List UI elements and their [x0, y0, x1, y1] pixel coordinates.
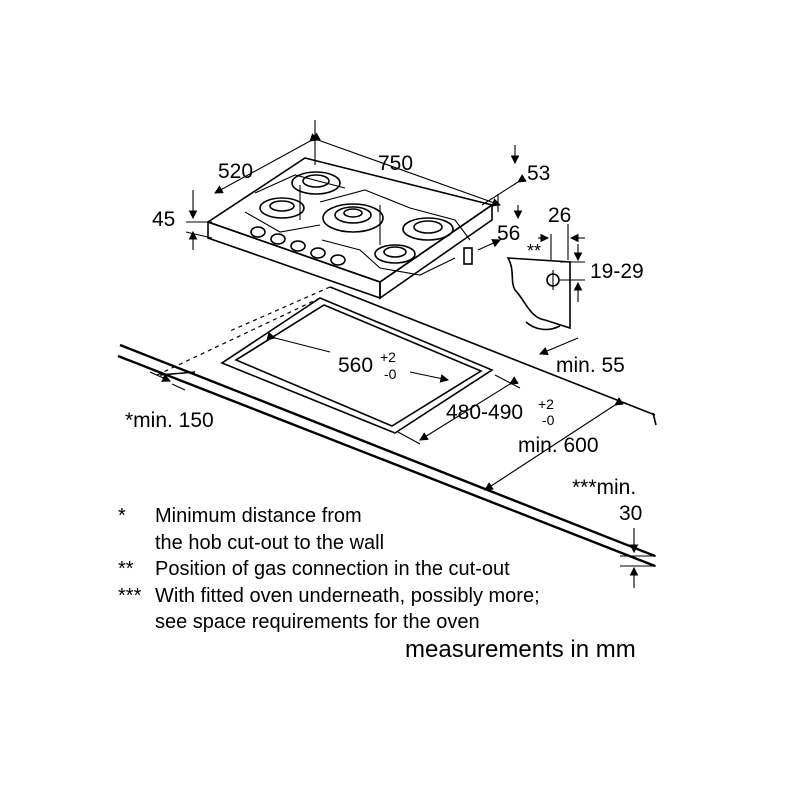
hob-front-depth-dimension [481, 145, 527, 206]
hob-depth-dimension [214, 132, 321, 194]
footnote-3: *** With fitted oven underneath, possibl… [118, 583, 678, 610]
cutout-depth-value: 480-490 [446, 401, 523, 424]
cutout-width-tol-plus: +2 [380, 349, 396, 365]
front-distance-dimension [538, 337, 579, 356]
footnote-1: * Minimum distance from [118, 503, 678, 530]
units-label: measurements in mm [405, 636, 636, 663]
min-worktop-depth-label: min. 600 [518, 434, 599, 457]
min-worktop-thickness-label-1: ***min. [572, 476, 636, 499]
min-wall-distance-label: *min. 150 [125, 409, 214, 432]
footnote-text: Position of gas connection in the cut-ou… [155, 558, 510, 580]
cutout-outline [154, 286, 494, 434]
footnote-mark: * [118, 505, 126, 527]
burner-front-left [259, 197, 305, 219]
hob-side-offset-value: 56 [497, 222, 520, 245]
hob-body [206, 157, 494, 300]
gas-connection-height-value: 19-29 [590, 260, 644, 283]
hob-side-offset-dimension [477, 205, 523, 251]
hob-height-dimension [185, 190, 213, 250]
gas-inlet-pipe [463, 247, 473, 265]
footnote-text: Minimum distance from [155, 505, 362, 527]
footnote-text: With fitted oven underneath, possibly mo… [155, 584, 540, 607]
footnote-mark: *** [118, 584, 142, 607]
cutout-width-value: 560 [338, 354, 373, 377]
burner-front-right [374, 244, 416, 264]
worktop-thickness-dimension [620, 528, 656, 588]
min-worktop-thickness-label-2: 30 [619, 502, 642, 525]
cutout-depth-dimension [397, 374, 521, 445]
gas-connection-detail [506, 224, 585, 331]
hob-width-value: 750 [378, 152, 413, 175]
hob-depth-value: 520 [218, 160, 253, 183]
control-knobs [250, 226, 346, 266]
pan-supports [244, 174, 471, 276]
burner-rear-left [291, 171, 341, 195]
worktop-depth-dimension [484, 397, 624, 491]
hob-height-value: 45 [152, 208, 175, 231]
worktop [117, 286, 657, 568]
gas-connection-marker: ** [527, 241, 541, 261]
footnote-text: the hob cut-out to the wall [155, 531, 385, 554]
cutout-depth-tol-plus: +2 [538, 396, 554, 412]
burner-centre-wok [322, 203, 384, 233]
burner-rear-right [402, 217, 454, 241]
footnote-2: ** Position of gas connection in the cut… [118, 556, 678, 583]
cutout-depth-tol-minus: -0 [542, 412, 555, 428]
cutout-width-tol-minus: -0 [384, 366, 397, 382]
footnote-text: see space requirements for the oven [155, 611, 480, 633]
footnotes: * Minimum distance from the hob cut-out … [118, 503, 678, 636]
gas-connection-offset-value: 26 [548, 204, 571, 227]
footnote-mark: ** [118, 558, 134, 580]
wall-distance-dimension [149, 371, 186, 391]
min-front-distance-label: min. 55 [556, 354, 625, 377]
hob-front-depth-value: 53 [527, 162, 550, 185]
